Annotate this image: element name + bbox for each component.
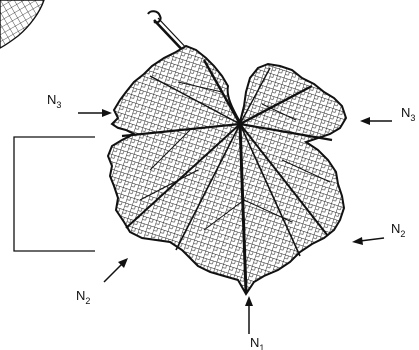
arrow-n3-right <box>360 117 392 125</box>
label-n2-left: N2 <box>76 288 90 306</box>
bracket <box>14 137 95 251</box>
label-n3-left: N3 <box>47 92 61 110</box>
partial-leaf-fragment <box>0 0 44 48</box>
arrow-n1-bottom <box>245 296 253 334</box>
arrow-n3-left <box>78 109 112 117</box>
arrow-n2-left <box>104 258 128 282</box>
label-n1-bottom: N1 <box>250 335 264 350</box>
label-n2-right: N2 <box>391 221 405 239</box>
arrow-n2-right <box>352 237 384 245</box>
grape-leaf <box>108 46 346 294</box>
label-n3-right: N3 <box>401 105 415 123</box>
